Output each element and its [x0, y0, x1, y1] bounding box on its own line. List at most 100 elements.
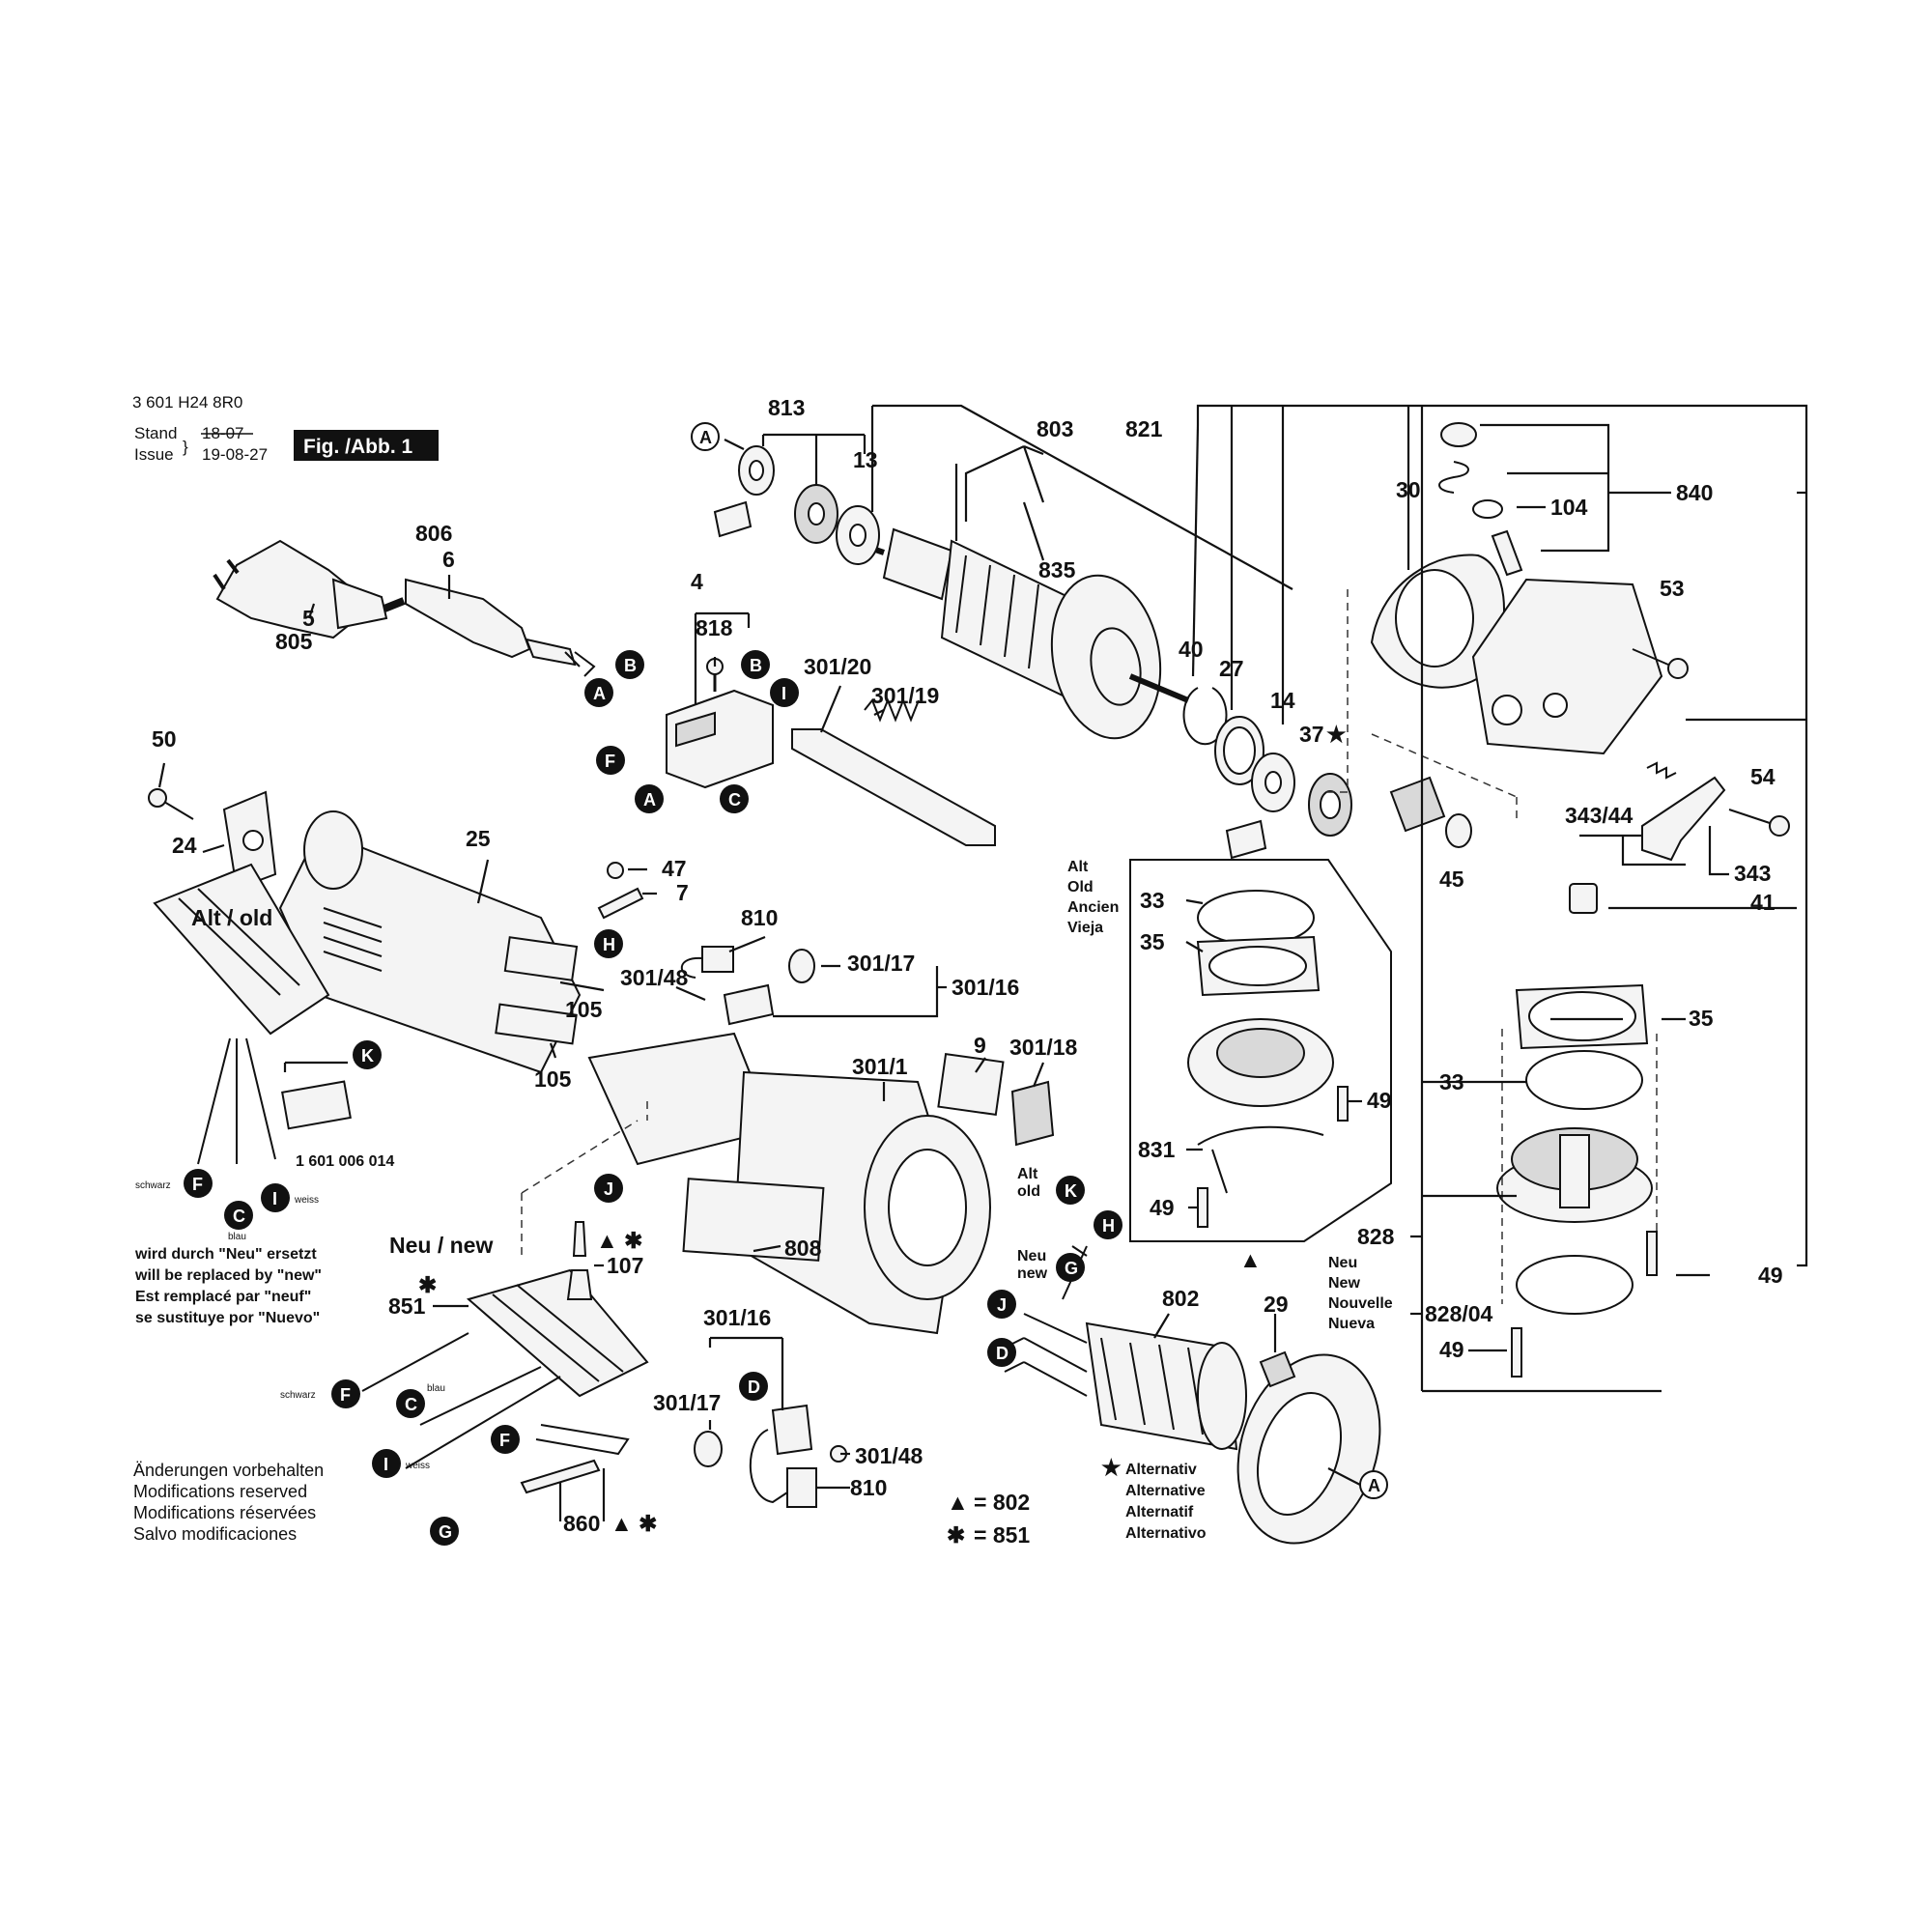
new-module-body — [466, 1268, 649, 1398]
brush-holder-lower — [771, 1404, 813, 1456]
connector-letter-D: D — [748, 1378, 760, 1397]
bushing-41 — [1569, 883, 1598, 914]
inset-spring-831 — [1197, 1125, 1324, 1194]
part-label-33b: 33 — [1439, 1069, 1464, 1094]
part-number-labels: 813 13 803 835 821 30 840 104 53 40 27 1… — [152, 395, 1783, 1536]
armature-assembly — [849, 527, 1190, 740]
connector-letter-F: F — [192, 1175, 203, 1194]
stand-label: Stand — [134, 424, 177, 442]
brush-set-lower — [694, 1404, 847, 1508]
wire-color-labels: schwarz blau weiss schwarz blau weiss — [135, 1180, 445, 1471]
inset-bearing-flange-inner — [1216, 1028, 1305, 1078]
modifications-note-es: Salvo modificaciones — [133, 1524, 297, 1544]
legend-star-symbol: ✱ — [947, 1522, 965, 1548]
housing-neu: Neu — [1017, 1248, 1046, 1264]
brush-set-upper — [597, 862, 815, 1026]
inset-screw-49a — [1337, 1086, 1349, 1122]
replacement-note-fr: Est remplacé par "neuf" — [135, 1289, 311, 1305]
part-label-37: 37 — [1299, 722, 1324, 747]
connector-letter-J: J — [997, 1295, 1007, 1315]
part-label-301-17a: 301/17 — [847, 951, 915, 976]
marker-851: ✱ — [418, 1272, 437, 1297]
new-electronics-module — [361, 1221, 649, 1494]
symbol-legend: ▲ = 802 ✱ = 851 ★ Alternativ Alternative… — [947, 1455, 1207, 1548]
brush-810b — [786, 1467, 817, 1508]
connector-letter-B: B — [750, 656, 762, 675]
gear-housing-hole-2 — [1543, 693, 1568, 718]
brush-cap-301-17a — [788, 949, 815, 983]
part-label-821: 821 — [1125, 416, 1163, 441]
inset-gasket-35-bore — [1208, 946, 1307, 986]
connector-letter-I: I — [384, 1455, 388, 1474]
screw-49-right — [1646, 1231, 1658, 1276]
marker-107: ▲ ✱ — [596, 1228, 642, 1253]
motor-housing-bore — [888, 1149, 967, 1266]
connector-letter-I: I — [781, 684, 786, 703]
armature-slot-2 — [980, 564, 991, 646]
brush-810a — [701, 946, 734, 973]
armature-commutator — [882, 527, 953, 601]
armature-shaft-front — [1128, 673, 1190, 703]
part-label-828: 828 — [1357, 1224, 1395, 1249]
wire-860 — [520, 1459, 601, 1494]
gear-neu-1: Neu — [1328, 1255, 1357, 1271]
old-module-rail-2 — [197, 888, 300, 986]
part-label-802: 802 — [1162, 1286, 1199, 1311]
legend-alternative-fr: Alternatif — [1125, 1504, 1194, 1520]
connector-letter-H: H — [603, 935, 615, 954]
cover-plate-hole — [242, 830, 264, 851]
alignment-lines — [521, 589, 1658, 1304]
label-9 — [937, 1052, 1005, 1117]
part-label-33a: 33 — [1140, 888, 1165, 913]
plug-pin-1 — [213, 573, 226, 591]
baffle-inner — [1256, 1391, 1343, 1517]
pinion-gear — [1389, 776, 1446, 833]
star-37: ★ — [1326, 722, 1347, 747]
connector-letter-F: F — [605, 752, 615, 771]
switch-slot — [675, 711, 716, 748]
connector-letter-J: J — [604, 1179, 613, 1199]
leader-lines — [157, 404, 1808, 1521]
cable-wire — [525, 638, 577, 667]
part-label-301-1: 301/1 — [852, 1054, 908, 1079]
part-label-14: 14 — [1270, 688, 1295, 713]
cable-end-wires — [574, 651, 596, 677]
part-label-301-48a: 301/48 — [620, 965, 689, 990]
bearing-813a-bore — [749, 460, 764, 481]
stator-lead-1 — [1023, 1313, 1088, 1344]
replacement-note: wird durch "Neu" ersetzt will be replace… — [134, 1246, 322, 1326]
part-label-49a: 49 — [1367, 1088, 1392, 1113]
motor-housing — [587, 1032, 1055, 1335]
rear-vent-1 — [323, 907, 383, 928]
legend-alt-star: ★ — [1101, 1455, 1122, 1480]
legend-triangle-symbol: ▲ — [947, 1490, 969, 1515]
housing-alt: Alt — [1017, 1166, 1038, 1182]
part-label-40: 40 — [1179, 637, 1204, 662]
legend-alternative-es: Alternativo — [1125, 1525, 1207, 1542]
part-label-301-18: 301/18 — [1009, 1035, 1078, 1060]
figure-label-box — [294, 430, 439, 461]
gasket-35-right-bore — [1528, 991, 1636, 1041]
part-label-25: 25 — [466, 826, 491, 851]
spare-pad — [281, 1080, 352, 1130]
inset-alt-2: Old — [1067, 879, 1094, 895]
marker-inset: ▲ — [1239, 1247, 1262, 1272]
lock-spring — [1437, 461, 1470, 494]
plug-pin-2 — [226, 558, 240, 575]
housing-new: new — [1017, 1265, 1048, 1282]
part-label-1601: 1 601 006 014 — [296, 1153, 394, 1170]
part-label-301-17b: 301/17 — [653, 1390, 721, 1415]
brush-holder-301-48a — [723, 983, 775, 1026]
connector-letter-A: A — [593, 684, 606, 703]
section-alt-old: Alt / old — [191, 905, 272, 930]
connector-letter-C: C — [728, 790, 741, 810]
label-plate-105b — [495, 1003, 578, 1045]
screw-49-bottom — [1511, 1327, 1522, 1378]
part-label-301-48b: 301/48 — [855, 1443, 923, 1468]
label-808 — [682, 1178, 825, 1262]
inset-frame — [1129, 859, 1392, 1242]
part-label-806: 806 — [415, 521, 452, 546]
armature-slot-3 — [1004, 574, 1015, 658]
bearing-13-bore — [849, 524, 867, 547]
bearing-14-bore — [1264, 771, 1282, 794]
